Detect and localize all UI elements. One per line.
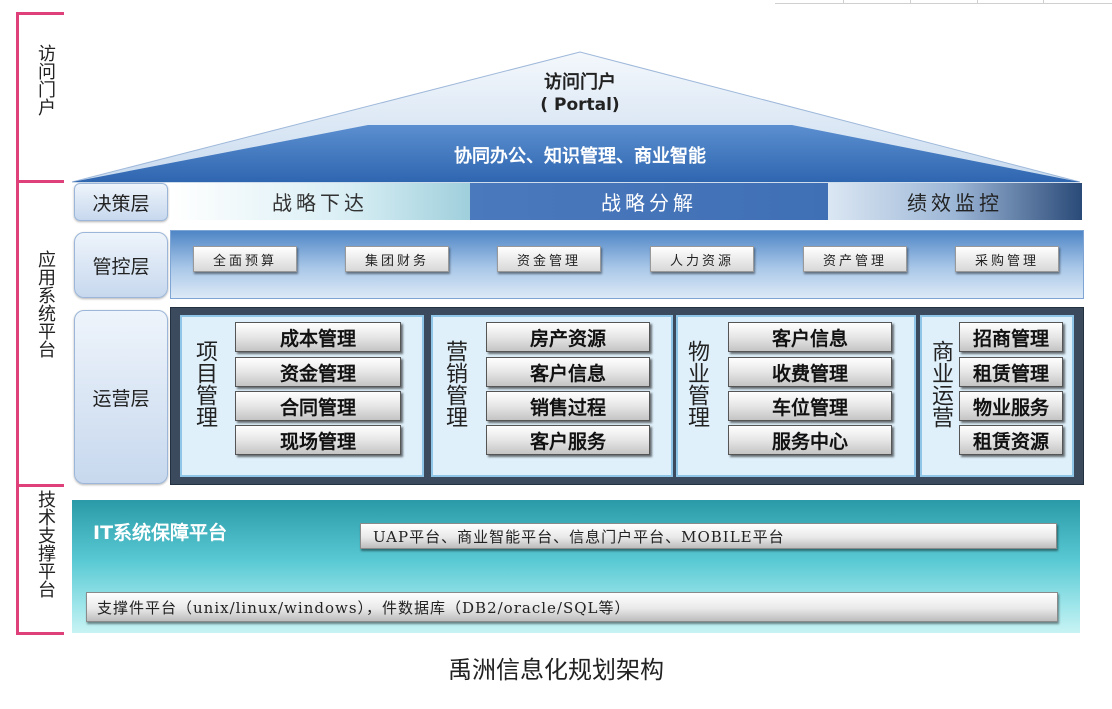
- operation-item: 客户信息: [486, 357, 650, 387]
- portal-band-text: 协同办公、知识管理、商业智能: [454, 146, 706, 167]
- bracket-tick: [16, 632, 64, 635]
- control-item: 人力资源: [650, 246, 754, 272]
- bracket-access: [16, 14, 19, 182]
- control-item: 资金管理: [497, 246, 601, 272]
- control-item: 全面预算: [193, 246, 297, 272]
- tech-platform-title: IT系统保障平台: [93, 522, 228, 544]
- bracket-tech: [16, 486, 19, 634]
- decision-segment-1: 战略下达: [170, 183, 470, 220]
- side-label-access: 访问门户: [35, 44, 56, 116]
- decision-segment-3: 绩效监控: [828, 183, 1082, 220]
- bracket-tick: [16, 12, 64, 15]
- layer-label-operation: 运营层: [74, 310, 168, 484]
- control-item: 资产管理: [803, 246, 907, 272]
- decision-segment-2: 战略分解: [470, 183, 828, 220]
- operation-item: 成本管理: [235, 322, 401, 352]
- operation-item: 客户服务: [486, 425, 650, 455]
- portal-title: 访问门户: [544, 72, 616, 93]
- portal-roof: [71, 51, 1081, 183]
- operation-item: 物业服务: [959, 391, 1063, 421]
- diagram-caption: 禹洲信息化规划架构: [448, 656, 664, 684]
- operation-group-title: 商业运营: [928, 340, 953, 428]
- operation-item: 客户信息: [728, 322, 892, 352]
- operation-item: 合同管理: [235, 391, 401, 421]
- layer-label-decision: 决策层: [74, 183, 168, 221]
- operation-item: 销售过程: [486, 391, 650, 421]
- operation-item: 收费管理: [728, 357, 892, 387]
- operation-item: 服务中心: [728, 425, 892, 455]
- operation-item: 现场管理: [235, 425, 401, 455]
- operation-item: 车位管理: [728, 391, 892, 421]
- operation-item: 房产资源: [486, 322, 650, 352]
- operation-group-title: 项目管理: [192, 340, 217, 428]
- operation-item: 招商管理: [959, 322, 1063, 352]
- control-layer-panel: [170, 230, 1084, 299]
- operation-item: 租赁资源: [959, 425, 1063, 455]
- operation-item: 资金管理: [235, 357, 401, 387]
- side-label-tech: 技术支撑平台: [35, 490, 56, 598]
- operation-group-title: 物业管理: [684, 340, 709, 428]
- bracket-tick: [16, 180, 64, 183]
- bracket-app: [16, 182, 19, 486]
- control-item: 采购管理: [955, 246, 1059, 272]
- portal-subtitle: ( Portal): [540, 95, 620, 115]
- operation-group-title: 营销管理: [442, 340, 467, 428]
- operation-item: 租赁管理: [959, 357, 1063, 387]
- control-item: 集团财务: [345, 246, 449, 272]
- top-edge-line: [775, 0, 1112, 4]
- tech-platform-bar-2: 支撑件平台（unix/linux/windows），件数据库（DB2/oracl…: [86, 592, 1058, 622]
- side-label-app: 应用系统平台: [35, 250, 56, 358]
- layer-label-control: 管控层: [74, 232, 168, 298]
- bracket-tick: [16, 484, 64, 487]
- tech-platform-bar-1: UAP平台、商业智能平台、信息门户平台、MOBILE平台: [360, 523, 1057, 549]
